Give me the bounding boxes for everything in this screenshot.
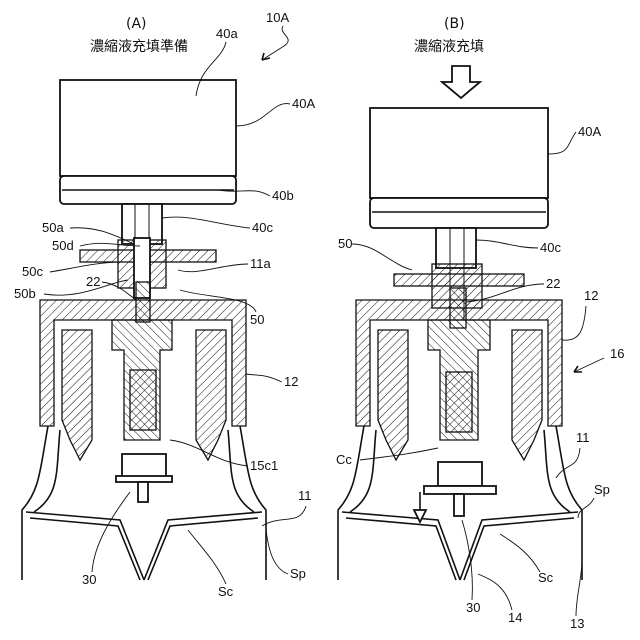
label-22-b: 22 xyxy=(546,276,560,291)
label-30-a: 30 xyxy=(82,572,96,587)
label-16: 16 xyxy=(610,346,624,361)
dispenser-body-40a-b xyxy=(370,108,548,198)
panel-a: (A) 濃縮液充填準備 10A xyxy=(14,10,315,599)
label-40a: 40a xyxy=(216,26,238,41)
label-Sc-b: Sc xyxy=(538,570,554,585)
thread-right xyxy=(196,330,226,460)
panel-b: (B) 濃縮液充填 40A 50 xyxy=(336,16,624,631)
panel-b-caption: 濃縮液充填 xyxy=(414,39,484,55)
label-14: 14 xyxy=(508,610,522,625)
label-11a: 11a xyxy=(250,256,271,271)
label-40c-b: 40c xyxy=(540,240,561,255)
label-50b: 50b xyxy=(14,286,36,301)
label-Sp-a: Sp xyxy=(290,566,306,581)
nozzle-40c-b xyxy=(436,228,476,268)
label-Sc-a: Sc xyxy=(218,584,234,599)
fill-direction-arrow xyxy=(442,66,480,98)
dispenser-body-40a xyxy=(60,80,236,176)
label-40A-b: 40A xyxy=(578,124,601,139)
label-50-b: 50 xyxy=(338,236,352,251)
label-12-b: 12 xyxy=(584,288,598,303)
figure-id-arrow xyxy=(262,26,288,60)
panel-a-caption: 濃縮液充填準備 xyxy=(90,39,188,55)
label-50a: 50a xyxy=(42,220,64,235)
label-15c1: 15c1 xyxy=(250,458,278,473)
label-40A-a: 40A xyxy=(292,96,315,111)
label-50c: 50c xyxy=(22,264,43,279)
panel-a-tag: (A) xyxy=(126,16,147,32)
label-13: 13 xyxy=(570,616,584,631)
label-30-b: 30 xyxy=(466,600,480,615)
label-Sp-b: Sp xyxy=(594,482,610,497)
label-40b: 40b xyxy=(272,188,294,203)
panel-b-tag: (B) xyxy=(444,16,465,32)
label-12-a: 12 xyxy=(284,374,298,389)
figure-id: 10A xyxy=(266,10,289,25)
label-50-a: 50 xyxy=(250,312,264,327)
label-22-a: 22 xyxy=(86,274,100,289)
label-11-a: 11 xyxy=(298,488,312,503)
label-11-b: 11 xyxy=(576,430,590,445)
thread-left xyxy=(62,330,92,460)
valve-30-b xyxy=(438,462,482,486)
label-50d: 50d xyxy=(52,238,74,253)
pouch-sp xyxy=(26,512,262,580)
label-Cc: Cc xyxy=(336,452,352,467)
label-40c-a: 40c xyxy=(252,220,273,235)
